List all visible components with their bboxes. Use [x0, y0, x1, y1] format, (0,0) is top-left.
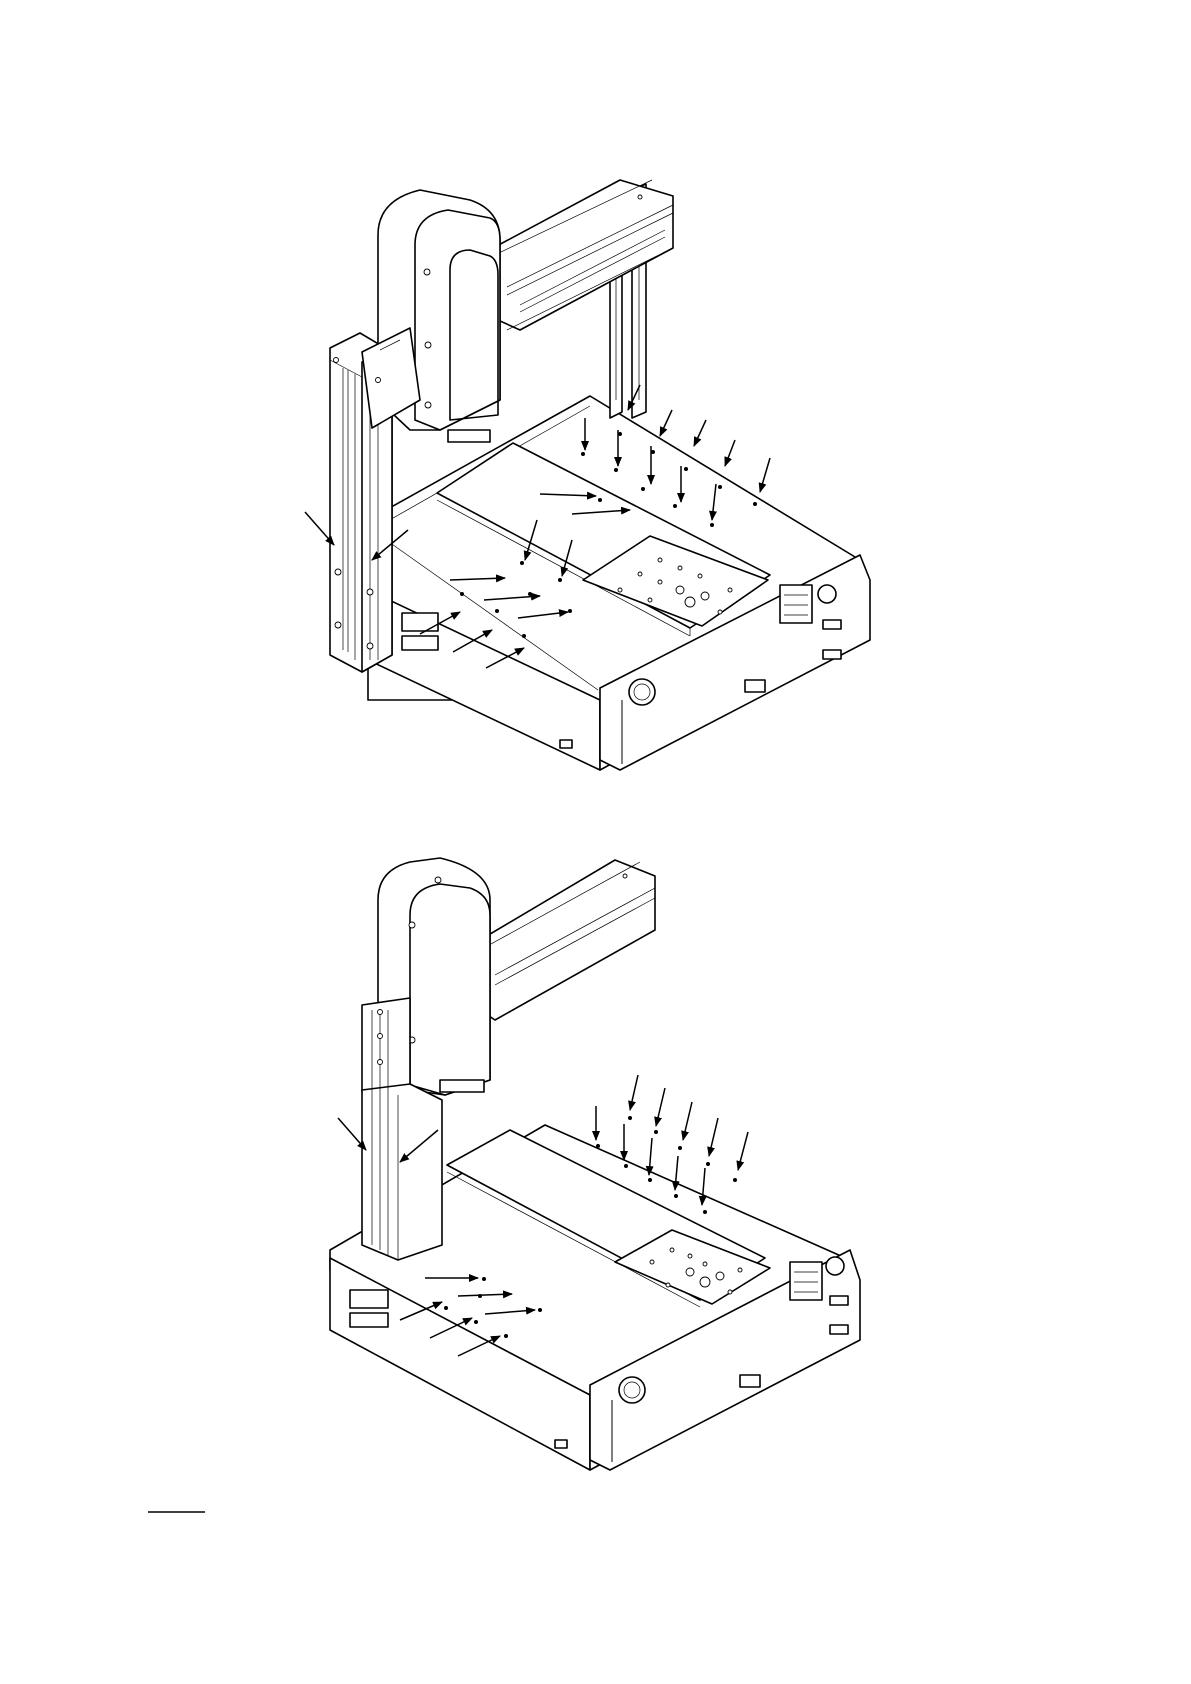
display-panel [780, 585, 812, 623]
arrow-icon [660, 410, 672, 436]
knob-icon [826, 1257, 844, 1275]
robot-figure-upper [305, 180, 870, 770]
logo-icon [740, 1375, 760, 1387]
logo-icon [745, 680, 765, 692]
arrow-icon [656, 1088, 665, 1126]
label-plate-2 [402, 636, 438, 650]
arrow-icon [649, 1138, 652, 1175]
arrow-icon [725, 440, 735, 466]
display-panel [790, 1262, 822, 1300]
arrow-icon [694, 420, 706, 446]
gantry-beam-lower [480, 860, 655, 1020]
arrow-icon [683, 1102, 692, 1140]
arrow-icon [630, 1075, 638, 1110]
label-plate [402, 613, 438, 631]
arrow-icon [760, 458, 770, 492]
arrow-icon [738, 1132, 748, 1170]
arrow-icon [709, 1118, 718, 1156]
emergency-stop-icon [619, 1377, 645, 1403]
robot-figure-lower [330, 858, 860, 1470]
knob-icon [818, 585, 836, 603]
emergency-stop-icon [629, 679, 655, 705]
